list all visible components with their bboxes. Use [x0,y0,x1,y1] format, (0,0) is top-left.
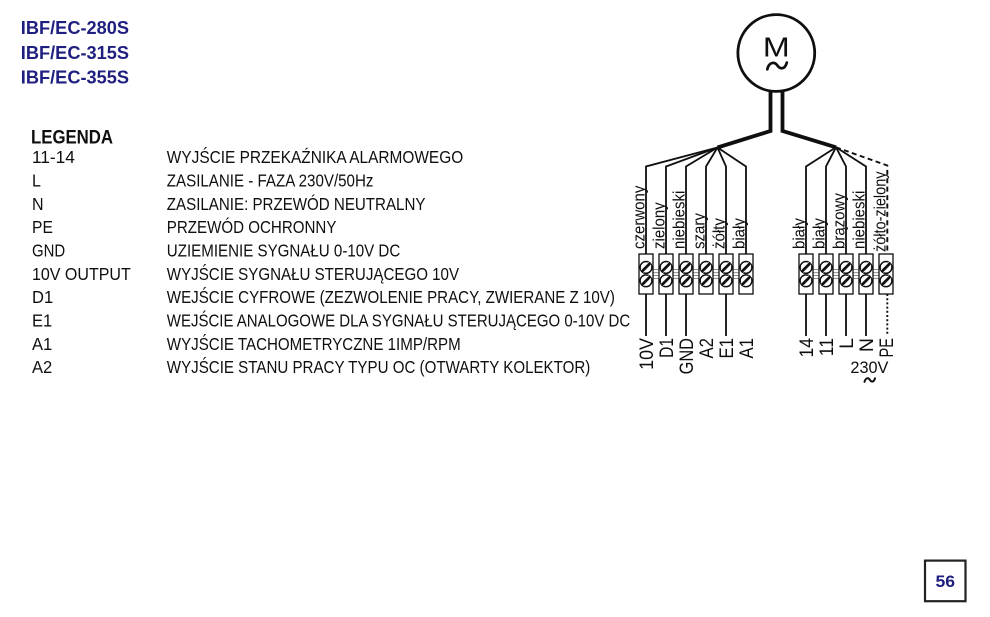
svg-text:PRZEWÓD OCHRONNY: PRZEWÓD OCHRONNY [167,217,337,237]
svg-text:żółty: żółty [711,218,729,249]
svg-text:czerwony: czerwony [631,186,649,249]
svg-text:zielony: zielony [651,202,669,249]
svg-text:biały: biały [791,218,809,249]
svg-text:D1: D1 [655,338,677,358]
svg-text:L: L [836,338,858,349]
svg-text:E1: E1 [32,310,52,331]
svg-text:ZASILANIE: PRZEWÓD NEUTRALNY: ZASILANIE: PRZEWÓD NEUTRALNY [167,194,426,214]
svg-text:biały: biały [811,218,829,249]
svg-text:GND: GND [676,338,698,374]
svg-text:E1: E1 [716,338,737,359]
svg-text:PE: PE [32,217,53,237]
svg-text:WYJŚCIE TACHOMETRYCZNE 1IMP/RP: WYJŚCIE TACHOMETRYCZNE 1IMP/RPM [167,334,461,354]
svg-text:WYJŚCIE SYGNAŁU STERUJĄCEGO 10: WYJŚCIE SYGNAŁU STERUJĄCEGO 10V [167,264,459,284]
svg-text:230V: 230V [850,358,888,377]
svg-text:WYJŚCIE PRZEKAŹNIKA ALARMOWEGO: WYJŚCIE PRZEKAŹNIKA ALARMOWEGO [167,147,463,167]
svg-text:brązowy: brązowy [831,193,849,249]
svg-text:A1: A1 [736,338,757,359]
svg-text:A2: A2 [32,357,52,378]
svg-text:D1: D1 [32,287,53,308]
svg-text:IBF/EC-315S: IBF/EC-315S [21,42,129,63]
svg-text:niebieski: niebieski [851,191,869,249]
svg-text:WYJŚCIE STANU PRACY TYPU OC (O: WYJŚCIE STANU PRACY TYPU OC (OTWARTY KOL… [167,357,591,377]
svg-text:A1: A1 [32,333,52,354]
svg-text:biały: biały [731,218,749,249]
svg-text:N: N [32,194,44,214]
svg-text:UZIEMIENIE SYGNAŁU 0-10V DC: UZIEMIENIE SYGNAŁU 0-10V DC [167,241,401,260]
svg-text:M: M [763,33,790,63]
svg-text:ZASILANIE - FAZA 230V/50Hz: ZASILANIE - FAZA 230V/50Hz [167,171,374,190]
svg-text:LEGENDA: LEGENDA [31,126,113,147]
svg-text:N: N [856,338,878,352]
svg-text:IBF/EC-280S: IBF/EC-280S [21,17,129,38]
svg-text:żółto-zielony: żółto-zielony [872,171,890,252]
svg-text:14: 14 [795,338,817,358]
svg-text:PE: PE [875,338,898,358]
svg-text:IBF/EC-355S: IBF/EC-355S [21,66,129,87]
svg-text:L: L [32,171,41,191]
svg-text:11: 11 [815,338,837,356]
svg-text:A2: A2 [696,338,717,359]
svg-text:WEJŚCIE ANALOGOWE DLA SYGNAŁU: WEJŚCIE ANALOGOWE DLA SYGNAŁU STERUJĄCEG… [167,310,630,331]
svg-text:11-14: 11-14 [32,147,75,167]
svg-text:56: 56 [936,572,956,590]
svg-text:WEJŚCIE CYFROWE (ZEZWOLENIE PR: WEJŚCIE CYFROWE (ZEZWOLENIE PRACY, ZWIER… [167,287,615,307]
svg-text:niebieski: niebieski [671,191,689,249]
svg-text:GND: GND [32,241,65,260]
svg-text:szary: szary [691,213,709,249]
svg-text:10V: 10V [635,338,657,370]
svg-text:10V OUTPUT: 10V OUTPUT [32,264,131,284]
